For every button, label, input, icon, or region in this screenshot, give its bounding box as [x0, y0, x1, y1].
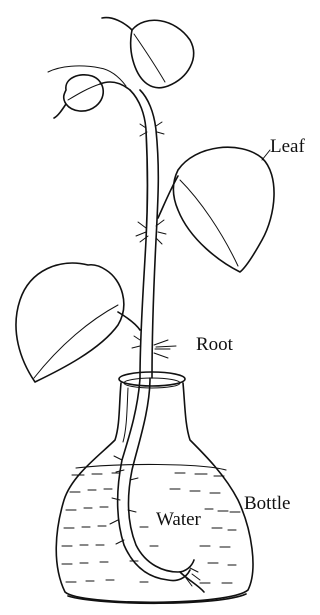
label-pointers: [230, 150, 270, 512]
roots-in-water: [110, 378, 204, 592]
bottle: [56, 372, 253, 603]
label-root: Root: [196, 335, 233, 354]
label-water: Water: [156, 510, 201, 529]
label-bottle: Bottle: [244, 494, 290, 513]
stem: [130, 90, 176, 378]
leaves: [16, 18, 274, 382]
label-leaf: Leaf: [270, 137, 305, 156]
water: [62, 464, 236, 583]
